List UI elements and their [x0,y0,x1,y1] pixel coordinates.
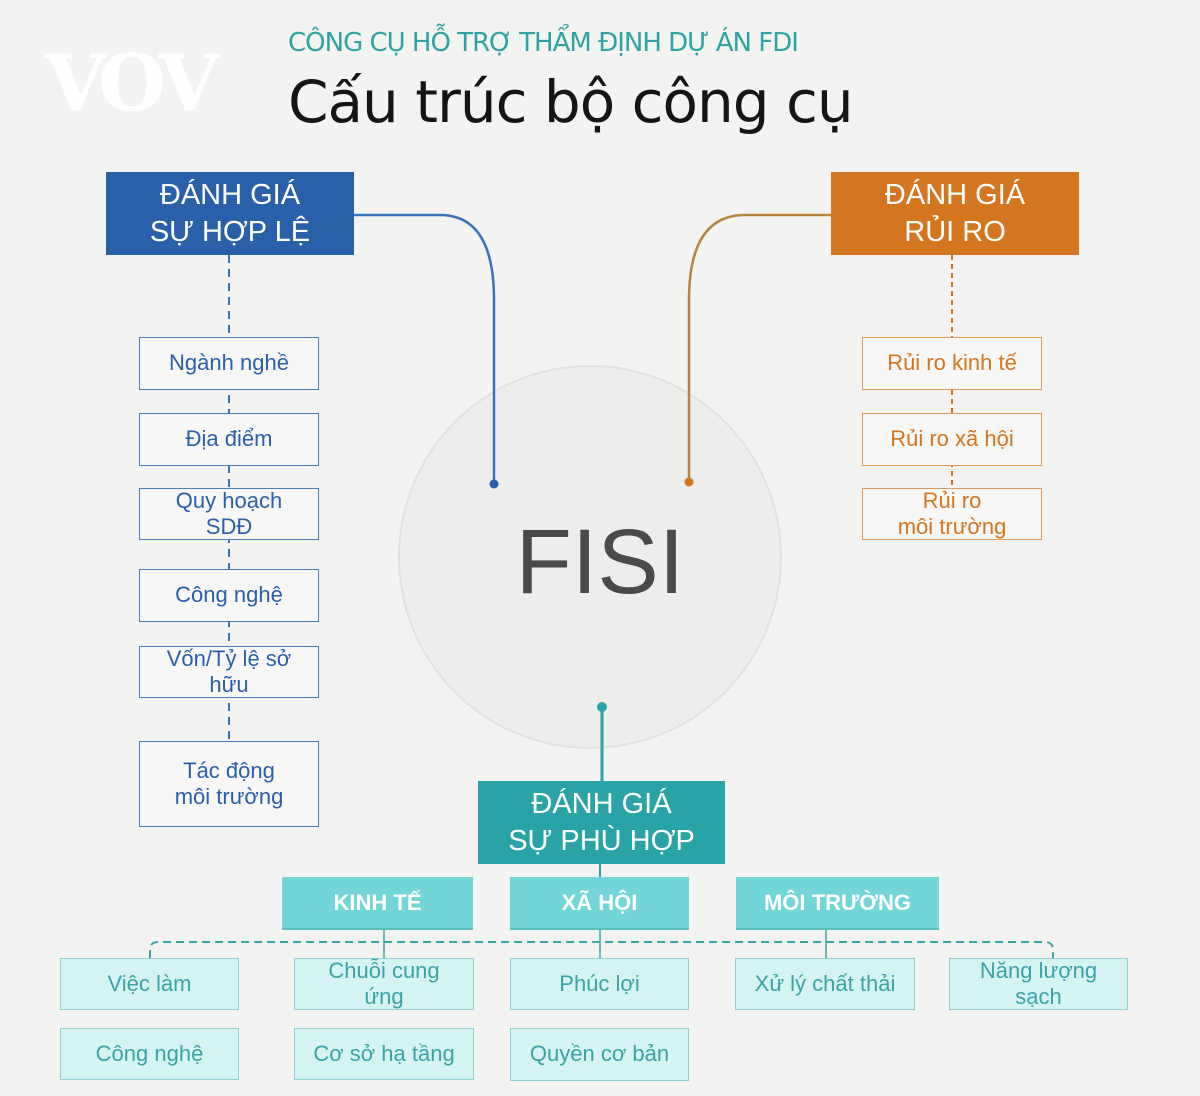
fit-leaf: Phúc lợi [510,958,689,1010]
legality-item: Vốn/Tỷ lệ sở hữu [139,646,319,698]
fit-header: ĐÁNH GIÁ SỰ PHÙ HỢP [478,781,725,864]
category-environment: MÔI TRƯỜNG [736,877,939,930]
fisi-label: FISI [515,511,685,613]
category-society: XÃ HỘI [510,877,689,930]
legality-item: Công nghệ [139,569,319,622]
legality-item: Tác động môi trường [139,741,319,827]
risk-item: Rủi ro xã hội [862,413,1042,466]
fit-leaf: Cơ sở hạ tầng [294,1028,474,1080]
subtitle: CÔNG CỤ HỖ TRỢ THẨM ĐỊNH DỰ ÁN FDI [288,28,799,58]
category-economy: KINH TẾ [282,877,473,930]
teal-dot [597,702,607,712]
orange-connector [687,213,831,482]
orange-dot [684,477,694,487]
fit-leaf: Quyền cơ bản [510,1028,689,1081]
risk-item: Rủi ro kinh tế [862,337,1042,390]
risk-header: ĐÁNH GIÁ RỦI RO [831,172,1079,255]
risk-item: Rủi ro môi trường [862,488,1042,540]
blue-dot [489,479,499,489]
fit-leaf: Công nghệ [60,1028,239,1080]
legality-item: Quy hoạch SDĐ [139,488,319,540]
fit-leaf: Việc làm [60,958,239,1010]
vov-logo: VOV [45,38,219,129]
legality-item: Địa điểm [139,413,319,466]
fit-dashed-line [149,941,1054,958]
fit-leaf: Năng lượng sạch [949,958,1128,1010]
fit-leaf: Chuỗi cung ứng [294,958,474,1010]
fit-leaf: Xử lý chất thải [735,958,915,1010]
legality-header: ĐÁNH GIÁ SỰ HỢP LỆ [106,172,354,255]
blue-connector [354,213,496,484]
page-title: Cấu trúc bộ công cụ [288,68,854,136]
legality-item: Ngành nghề [139,337,319,390]
